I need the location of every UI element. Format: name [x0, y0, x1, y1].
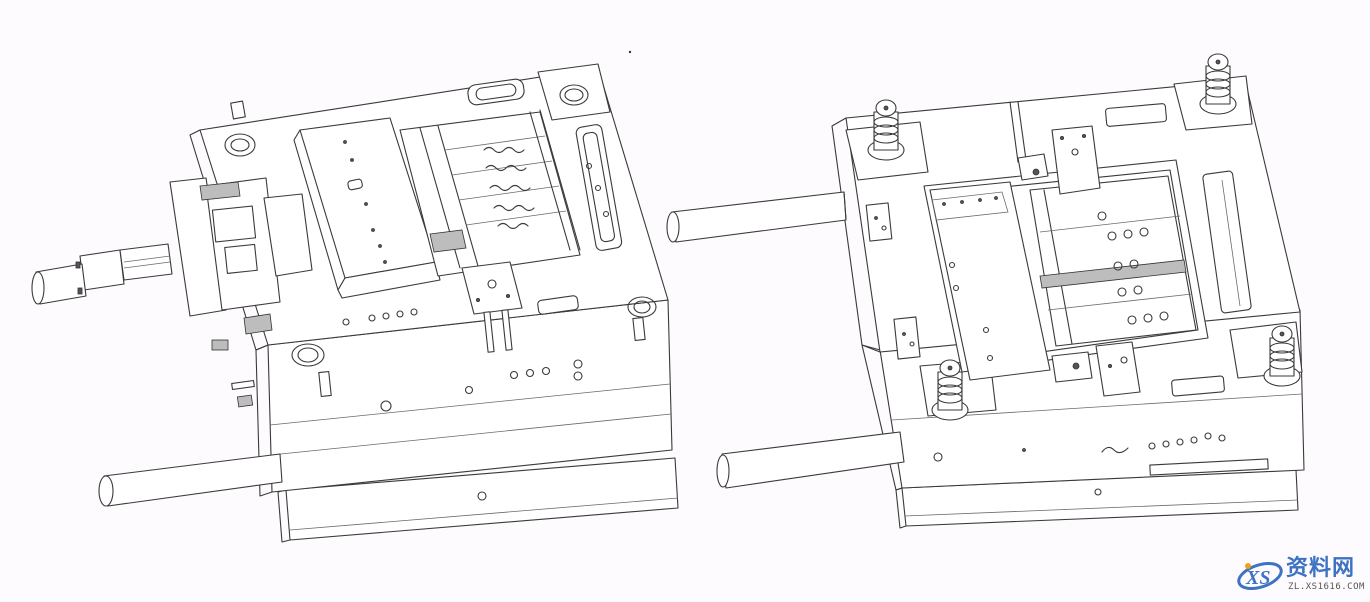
- logo-text: XS: [1245, 567, 1270, 589]
- guide-pillar-tr: [1199, 53, 1237, 115]
- watermark: XS 资料网 ZL.XS1616.COM: [1236, 554, 1366, 598]
- left-mold-half: [31, 63, 679, 543]
- guide-pillar-br: [1263, 325, 1301, 387]
- watermark-title: 资料网: [1286, 555, 1356, 580]
- watermark-url: ZL.XS1616.COM: [1288, 582, 1365, 592]
- right-mold-half: [666, 53, 1305, 529]
- guide-pillar-bl: [931, 359, 969, 421]
- guide-pillar-tl: [867, 99, 905, 161]
- xs-logo-icon: XS: [1237, 562, 1283, 590]
